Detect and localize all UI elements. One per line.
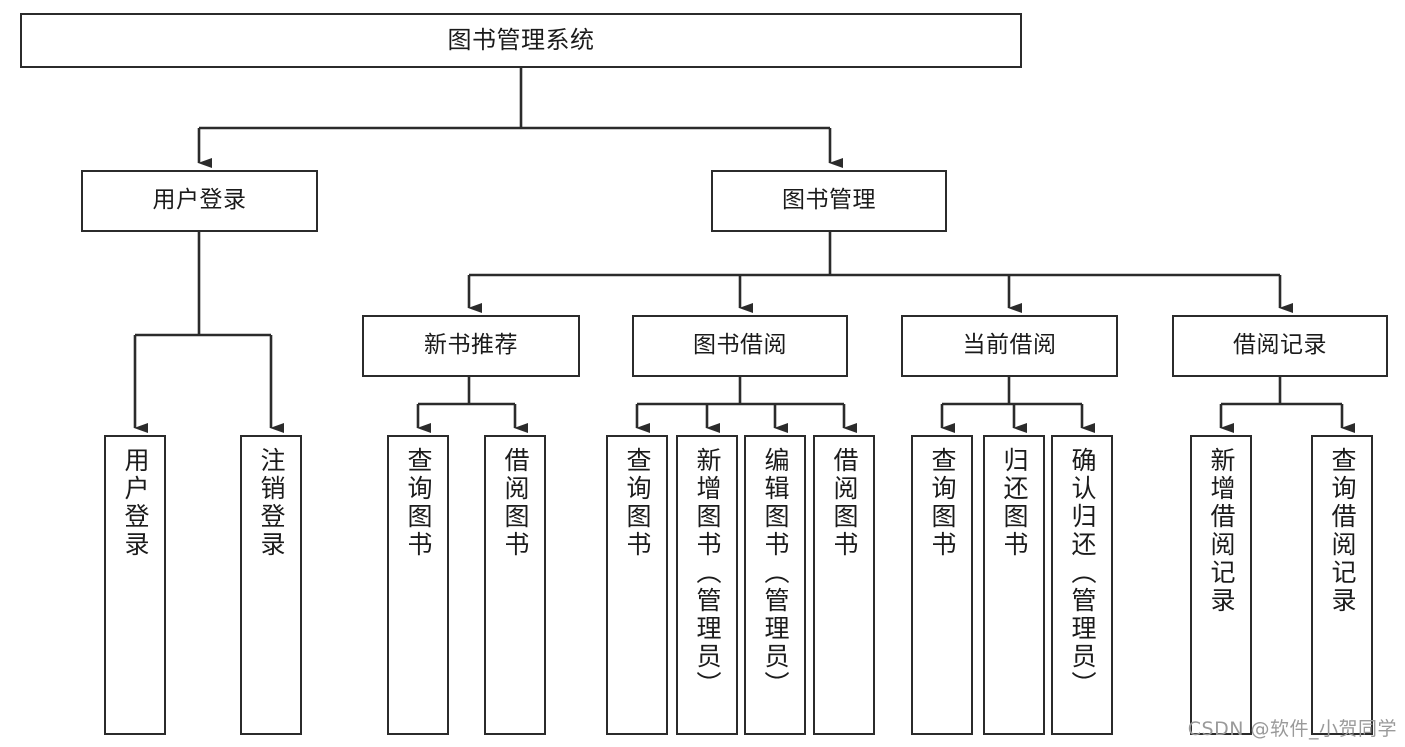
watermark: CSDN @软件_小贺同学: [1187, 718, 1397, 740]
node-label: 查询图书: [404, 447, 433, 559]
node-new-book-recommendation[interactable]: 新书推荐: [362, 315, 580, 377]
node-label: 新书推荐: [424, 332, 518, 359]
node-borrow-records[interactable]: 借阅记录: [1172, 315, 1388, 377]
node-label: 新增借阅记录: [1207, 447, 1236, 615]
node-label: 注销登录: [257, 447, 286, 559]
node-label: 查询图书: [928, 447, 957, 559]
node-label: 图书借阅: [693, 332, 787, 359]
node-label: 归还图书: [1000, 447, 1029, 559]
node-label: 新增图书（管理员）: [693, 447, 722, 699]
node-current-borrowing[interactable]: 当前借阅: [901, 315, 1118, 377]
leaf-borrow-books-recommendation[interactable]: 借阅图书: [484, 435, 546, 735]
node-label: 编辑图书（管理员）: [761, 447, 790, 699]
node-label: 图书管理: [782, 187, 876, 214]
node-root-book-management-system[interactable]: 图书管理系统: [20, 13, 1022, 68]
node-book-borrowing[interactable]: 图书借阅: [632, 315, 848, 377]
node-label: 借阅记录: [1233, 332, 1327, 359]
leaf-return-books[interactable]: 归还图书: [983, 435, 1045, 735]
leaf-add-borrow-record[interactable]: 新增借阅记录: [1190, 435, 1252, 735]
node-label: 图书管理系统: [447, 26, 595, 55]
leaf-add-book-admin[interactable]: 新增图书（管理员）: [676, 435, 738, 735]
leaf-query-books-borrowing[interactable]: 查询图书: [606, 435, 668, 735]
node-label: 用户登录: [152, 187, 247, 214]
node-label: 查询图书: [623, 447, 652, 559]
leaf-borrow-books[interactable]: 借阅图书: [813, 435, 875, 735]
node-label: 确认归还（管理员）: [1068, 447, 1097, 699]
node-label: 查询借阅记录: [1328, 447, 1357, 615]
leaf-query-books-recommendation[interactable]: 查询图书: [387, 435, 449, 735]
leaf-user-login[interactable]: 用户登录: [104, 435, 166, 735]
node-label: 当前借阅: [962, 332, 1057, 359]
node-label: 借阅图书: [830, 447, 859, 559]
node-book-management[interactable]: 图书管理: [711, 170, 947, 232]
leaf-confirm-return-admin[interactable]: 确认归还（管理员）: [1051, 435, 1113, 735]
leaf-logout[interactable]: 注销登录: [240, 435, 302, 735]
node-label: 用户登录: [121, 447, 150, 559]
leaf-query-borrow-record[interactable]: 查询借阅记录: [1311, 435, 1373, 735]
node-label: 借阅图书: [501, 447, 530, 559]
leaf-edit-book-admin[interactable]: 编辑图书（管理员）: [744, 435, 806, 735]
leaf-query-books-current[interactable]: 查询图书: [911, 435, 973, 735]
node-user-login[interactable]: 用户登录: [81, 170, 318, 232]
